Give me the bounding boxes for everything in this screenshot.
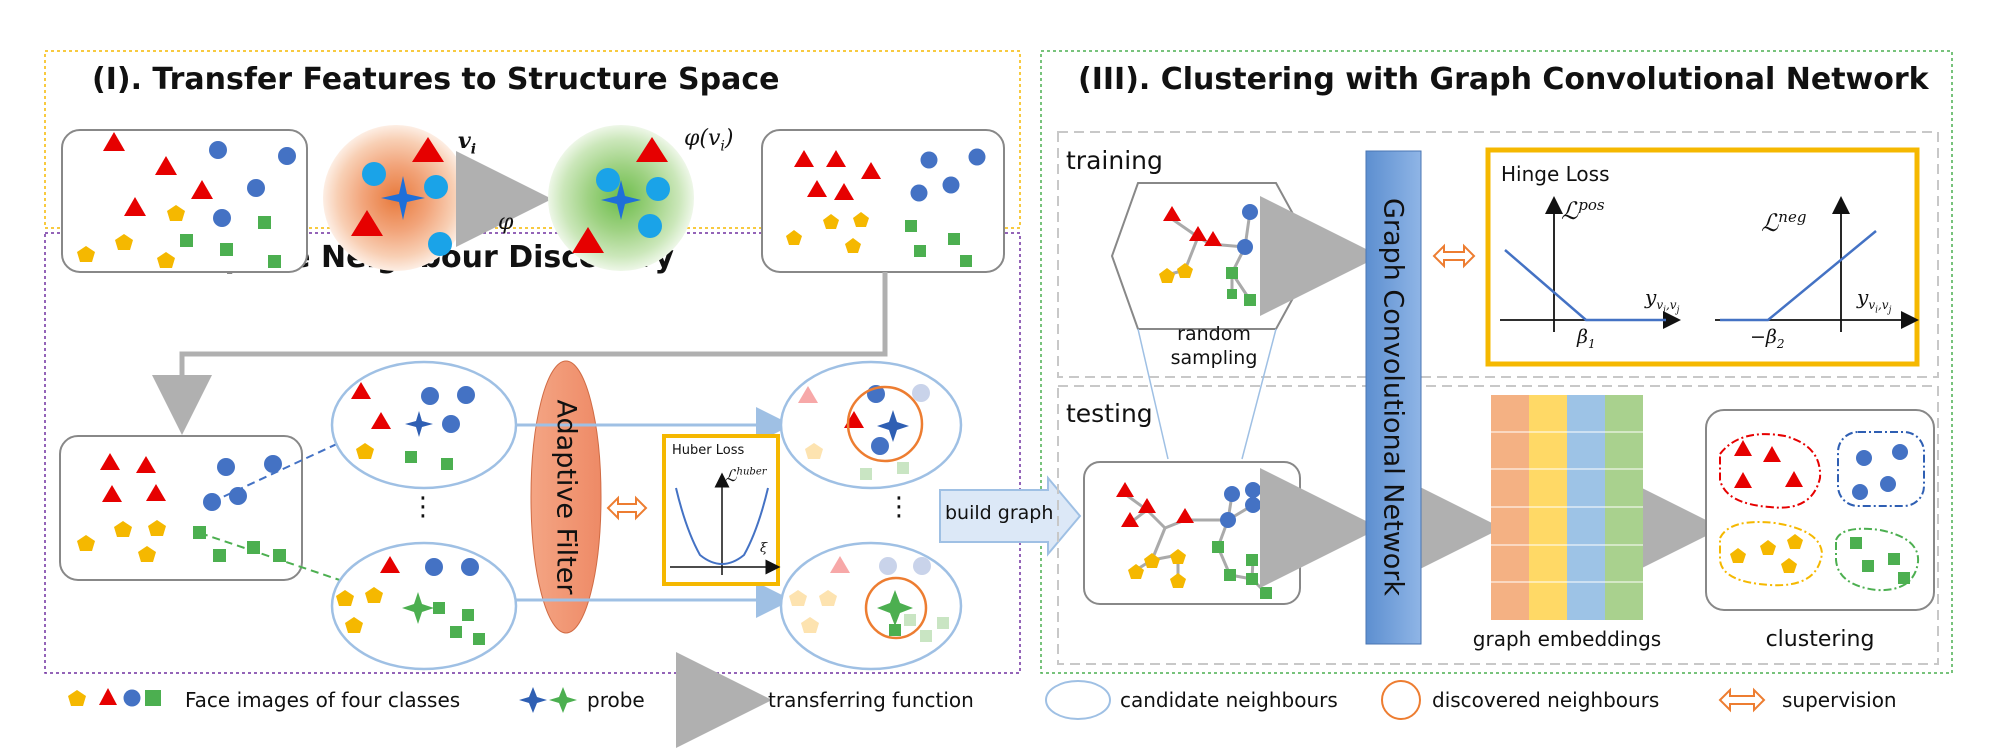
sampled-subgraph-nodes: [1159, 204, 1258, 306]
testing-label: testing: [1066, 399, 1153, 428]
sampled-subgraph-hexagon: [1110, 182, 1318, 330]
probe-arrow-green: [199, 532, 409, 607]
feature-neighbourhood-samples: [351, 137, 452, 256]
structure-space-box: [761, 129, 1005, 273]
section1-title: (I). Transfer Features to Structure Spac…: [92, 62, 780, 97]
discovered-samples-top: [798, 384, 930, 480]
feature-space-samples: [77, 132, 296, 268]
dots-bottom: ⋮: [886, 492, 912, 522]
test-graph-box: [1083, 461, 1301, 605]
legend-discovered-circle: [1381, 680, 1421, 720]
legend-supervision-arrow: [1718, 687, 1766, 713]
huber-L-label: ℒhuber: [725, 466, 767, 485]
build-graph-arrow: [939, 475, 1082, 557]
supervision-arrow-2: [606, 495, 648, 521]
testing-frame: [1057, 385, 1939, 665]
candidate-samples-top: [351, 382, 475, 470]
legend-probe-label: probe: [587, 688, 645, 712]
phi-label: φ: [498, 210, 514, 235]
legend-discovered-label: discovered neighbours: [1432, 688, 1660, 712]
huber-loss-plot: [670, 472, 781, 575]
vi-label: vi: [458, 128, 477, 158]
random-sampling-label: random sampling: [1170, 323, 1258, 369]
adaptive-filter: [530, 360, 602, 634]
hinge-pos-L: ℒpos: [1561, 196, 1605, 225]
legend-candidate-label: candidate neighbours: [1120, 688, 1338, 712]
hinge-neg-plot: [1715, 196, 1919, 332]
supervision-arrow-3: [1432, 243, 1476, 269]
dots-top: ⋮: [410, 492, 436, 522]
gcn-label: Graph Convolutional Network: [1377, 197, 1409, 597]
training-frame: [1057, 131, 1939, 378]
legend-candidate-ellipse: [1045, 680, 1111, 720]
clustering-box: [1705, 409, 1935, 611]
transfer-connector: [152, 272, 888, 435]
legend-supervision-label: supervision: [1782, 688, 1897, 712]
discovered-samples-bottom: [789, 556, 949, 642]
clustering-label: clustering: [1765, 627, 1875, 652]
huber-loss-box: [662, 434, 780, 586]
feature-space-box: [61, 129, 308, 273]
cluster-green: [1835, 527, 1920, 592]
hinge-pos-plot: [1500, 196, 1681, 332]
build-graph-label: build graph: [945, 502, 1054, 524]
structure-space-samples: [786, 148, 986, 267]
beta2-label: −β2: [1750, 326, 1785, 351]
discovered-ellipse-bottom: [779, 541, 963, 671]
huber-xi-label: ξ: [760, 541, 768, 556]
phi-vi-label: φ(vi): [684, 126, 734, 155]
cluster-yellow: [1719, 521, 1824, 587]
legend-probe-symbols: [519, 687, 577, 713]
beta1-label: β1: [1577, 326, 1596, 351]
legend-face-symbols: [68, 688, 161, 707]
legend-face-label: Face images of four classes: [185, 688, 461, 712]
graph-embeddings-label: graph embeddings: [1472, 627, 1662, 651]
structure-neighbourhood-samples: [572, 137, 670, 253]
huber-loss-title: Huber Loss: [672, 443, 745, 458]
adaptive-filter-label: Adaptive Filter: [550, 399, 582, 595]
candidate-samples-bottom: [336, 556, 485, 645]
graph-embeddings: [1491, 395, 1643, 620]
section3-frame: [1040, 50, 1953, 674]
legend-transfer-label: transferring function: [768, 688, 974, 712]
structure-space-samples-2: [77, 453, 286, 562]
training-label: training: [1066, 146, 1163, 175]
hinge-neg-y-label: yvi,vj: [1857, 285, 1892, 316]
sampling-line-right: [1241, 328, 1277, 460]
gcn-bar: [1365, 150, 1422, 645]
structure-space-box-2: [59, 435, 303, 581]
cluster-red: [1719, 433, 1822, 509]
hinge-loss-title: Hinge Loss: [1501, 162, 1610, 186]
hinge-neg-L: ℒneg: [1761, 208, 1807, 237]
sampling-line-left: [1137, 328, 1169, 460]
cluster-blue: [1837, 431, 1925, 507]
test-graph-nodes: [1116, 482, 1272, 599]
hinge-pos-y-label: yvi,vj: [1645, 285, 1680, 316]
section3-title: (III). Clustering with Graph Convolution…: [1078, 62, 1929, 97]
